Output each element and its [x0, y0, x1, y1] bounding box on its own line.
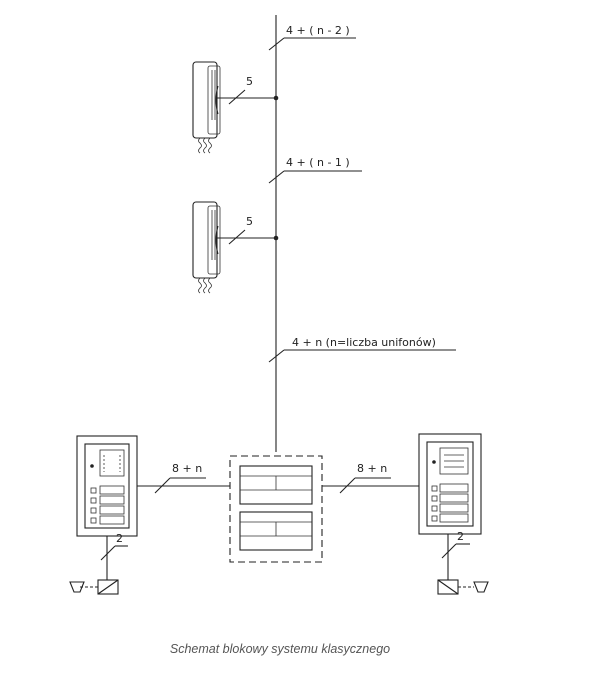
- handset-2: 5: [192, 201, 279, 294]
- handset-2-wires-label: 5: [246, 215, 253, 228]
- right-link-label: 8 + n: [357, 462, 387, 475]
- left-door-panel: [76, 435, 138, 537]
- mid-bus-label: 4 + ( n - 1 ): [286, 156, 350, 169]
- right-lock: 2: [437, 530, 489, 595]
- top-bus-marker: 4 + ( n - 2 ): [268, 24, 356, 51]
- right-link: 8 + n: [322, 462, 419, 494]
- handset-1: 5: [192, 61, 279, 154]
- left-link: 8 + n: [137, 462, 230, 494]
- diagram-caption: Schemat blokowy systemu klasycznego: [169, 642, 391, 656]
- handset-1-wires-label: 5: [246, 75, 253, 88]
- right-lock-wires-label: 2: [457, 530, 464, 543]
- junction-dot-2: [273, 235, 279, 241]
- left-lock-wires-label: 2: [116, 532, 123, 545]
- mid-bus-marker: 4 + ( n - 1 ): [268, 156, 362, 184]
- top-bus-label: 4 + ( n - 2 ): [286, 24, 350, 37]
- left-link-label: 8 + n: [172, 462, 202, 475]
- bottom-bus-marker: 4 + n (n=liczba unifonów): [268, 336, 456, 363]
- bottom-bus-label: 4 + n (n=liczba unifonów): [292, 336, 436, 349]
- left-lock: 2: [69, 532, 128, 595]
- junction-dot-1: [273, 95, 279, 101]
- right-door-panel: [418, 433, 482, 535]
- central-unit: [229, 455, 323, 563]
